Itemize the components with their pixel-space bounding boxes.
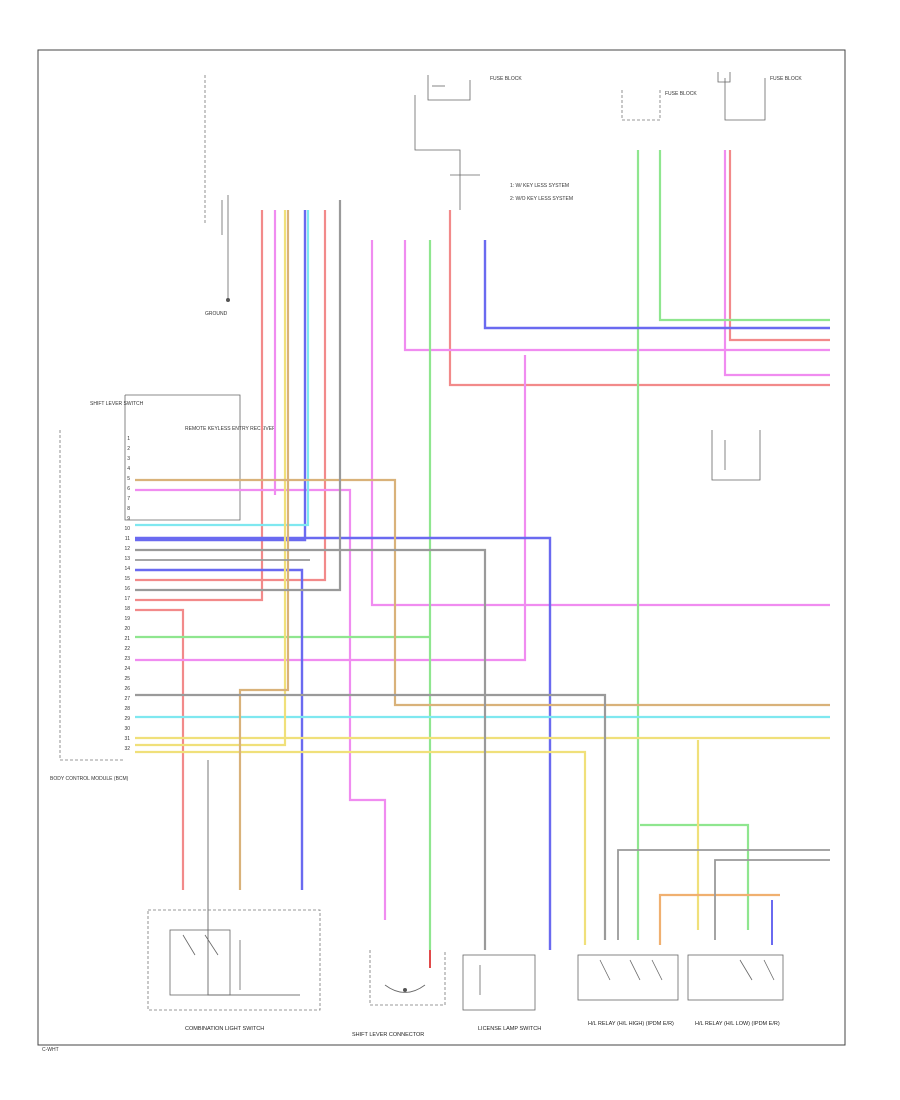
bcm-pin-label: 11 [125,536,130,542]
bcm-pin-label: 24 [124,666,130,672]
bcm-pin-label: 31 [124,736,130,742]
bcm-pin-label: 2 [127,446,130,452]
combination-switch-label: COMBINATION LIGHT SWITCH [185,1026,264,1032]
fuse-right-label: FUSE BLOCK [770,76,802,82]
bcm-pin-label: 32 [124,746,130,752]
wire-red-1 [135,210,264,602]
wire-gray-7 [207,760,300,996]
bcm-label: BODY CONTROL MODULE (BCM) [50,776,129,782]
legend-line-2: 2: W/O KEY LESS SYSTEM [510,196,573,202]
wire-red-3 [448,210,830,387]
wire-blue-1 [135,210,307,542]
license-switch: LICENSE LAMP SWITCH [462,954,541,1032]
bcm-box: SHIFT LEVER SWITCH BODY CONTROL MODULE (… [50,394,276,782]
right-relay-element [711,430,761,481]
relay-a-label: H/L RELAY (H/L HIGH) (IPDM E/R) [588,1021,674,1027]
bcm-pin-label: 21 [124,636,130,642]
footer-code: C-WHT [42,1047,59,1053]
wire-pink-5 [370,240,830,607]
fuse-block-center: FUSE BLOCK [414,75,522,210]
bcm-pin-label: 27 [124,696,130,702]
bcm-pin-label: 9 [127,516,130,522]
bcm-pin-label: 22 [124,646,130,652]
fuse-block-center-label: FUSE BLOCK [490,76,522,82]
wire-tan-1 [135,478,830,707]
wire-blue-4 [135,568,304,890]
wire-pink-1 [403,240,830,352]
bcm-pin-list: 1234567891011121314151617181920212223242… [124,436,130,752]
wire-pink-3 [723,150,830,377]
bcm-pin-label: 28 [124,706,130,712]
wire-green-5 [640,823,750,930]
diagram-frame [37,49,846,1046]
bcm-pin-label: 30 [124,726,130,732]
wire-pink-4 [135,488,387,920]
wire-yellow-1 [135,210,287,747]
fuse-block-left: FUSE BLOCK [621,90,697,121]
bcm-pin-label: 7 [127,496,130,502]
bcm-pin-label: 8 [127,506,130,512]
wire-blue-2 [135,536,552,950]
ground-symbol: GROUND [205,195,230,317]
bcm-pin-label: 20 [124,626,130,632]
bcm-pin-label: 29 [124,716,130,722]
fuse-block-right: FUSE BLOCK [717,72,802,121]
bcm-pin-label: 25 [124,676,130,682]
relay-b-label: H/L RELAY (H/L LOW) (IPDM E/R) [695,1021,780,1027]
bcm-pin-label: 4 [127,466,130,472]
wire-gray-2 [135,693,607,940]
wire-cyan-1 [135,210,310,527]
fuse-left-label: FUSE BLOCK [665,91,697,97]
bcm-pin-label: 5 [127,476,130,482]
shift-lever-label: SHIFT LEVER SWITCH [90,401,144,407]
relay-b: H/L RELAY (H/L LOW) (IPDM E/R) [687,954,784,1027]
wire-blue-3 [483,240,830,330]
ground-label: GROUND [205,311,228,317]
bcm-pin-label: 13 [124,556,130,562]
bcm-pin-label: 23 [124,656,130,662]
combination-switch: COMBINATION LIGHT SWITCH [147,909,321,1032]
wire-gray-3 [135,200,342,592]
license-switch-label: LICENSE LAMP SWITCH [478,1026,541,1032]
shift-lever-connector-label: SHIFT LEVER CONNECTOR [352,1032,424,1038]
bcm-pin-label: 12 [124,546,130,552]
wire-orange-1 [658,893,780,945]
wire-gray-6 [714,859,830,940]
bcm-pin-label: 6 [127,486,130,492]
wire-gray-1 [135,548,487,950]
wire-tan-2 [238,210,290,890]
wire-red-5 [135,608,185,890]
bcm-pin-label: 18 [124,606,130,612]
bcm-pin-label: 10 [124,526,130,532]
wire-green-2 [658,150,830,322]
bcm-pin-label: 19 [124,616,130,622]
bcm-pin-label: 17 [124,596,130,602]
bcm-pin-label: 3 [127,456,130,462]
shift-lever-connector: SHIFT LEVER CONNECTOR [352,950,446,1038]
wire-red-2 [135,210,327,582]
bcm-pin-label: 14 [124,566,130,572]
relay-a: H/L RELAY (H/L HIGH) (IPDM E/R) [577,954,679,1027]
wire-yellow-4 [135,750,587,945]
bcm-pin-label: 1 [127,436,130,442]
wire-pink-2 [135,355,527,662]
bcm-pin-label: 15 [124,576,130,582]
wire-gray-5 [617,849,830,940]
bcm-pin-label: 16 [124,586,130,592]
wire-red-4 [728,150,830,342]
bcm-pin-label: 26 [124,686,130,692]
remote-keyless-label: REMOTE KEYLESS ENTRY RECEIVER [185,426,276,432]
legend-line-1: 1: W/ KEY LESS SYSTEM [510,183,569,189]
